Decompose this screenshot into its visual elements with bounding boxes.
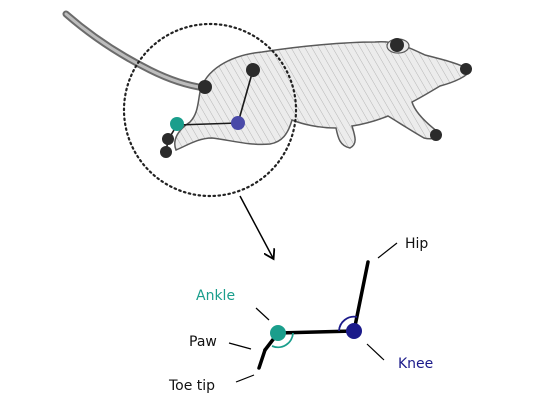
ankle-joint	[270, 325, 286, 341]
rat-body	[175, 42, 470, 150]
zoom-arrow	[240, 196, 273, 258]
toe-tip-label: Toe tip	[168, 378, 215, 394]
toe-marker	[160, 146, 172, 158]
tibia-segment	[278, 331, 354, 333]
ankle-label: Ankle	[196, 288, 235, 304]
knee-joint	[346, 323, 362, 339]
ear-marker	[390, 38, 404, 52]
hip-marker	[246, 63, 260, 77]
nose-marker	[460, 63, 472, 75]
hip-leader	[378, 243, 397, 258]
toe-segment	[259, 350, 265, 368]
paw-leader	[229, 343, 251, 349]
knee-label: Knee	[398, 356, 433, 372]
front-paw-marker	[430, 129, 442, 141]
paw-label: Paw	[189, 334, 217, 350]
rat-tail	[66, 14, 205, 88]
limb-schematic: Hip Ankle Paw Knee Toe tip	[168, 236, 433, 394]
ankle-leader	[256, 308, 269, 320]
ankle-marker	[170, 117, 184, 131]
hip-label: Hip	[405, 236, 428, 252]
knee-marker	[231, 116, 245, 130]
knee-leader	[367, 344, 384, 360]
paw-marker	[162, 133, 174, 145]
femur-segment	[354, 262, 368, 331]
tail-base-marker	[198, 80, 212, 94]
toe-tip-leader	[236, 375, 254, 382]
